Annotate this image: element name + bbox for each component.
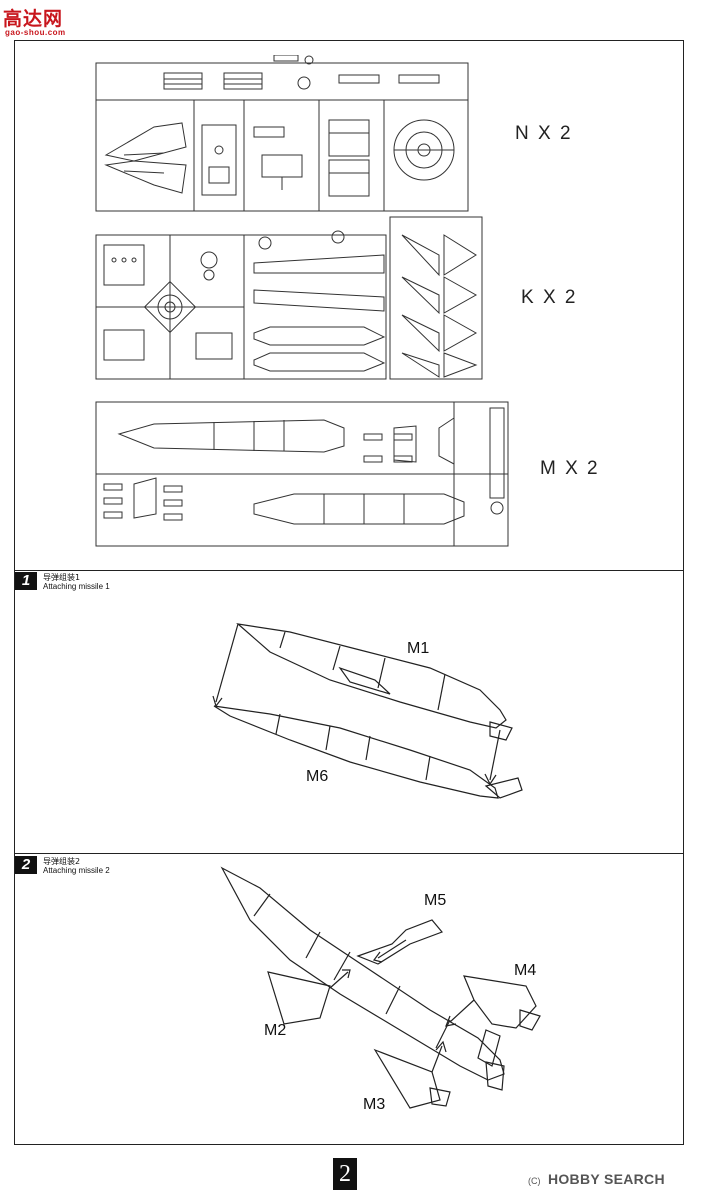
- part-label-m1: M1: [407, 640, 430, 657]
- step-1-divider: [14, 570, 684, 571]
- part-label-m3: M3: [363, 1096, 386, 1113]
- step-2-number: 2: [15, 856, 37, 874]
- step-2-missile-diagram: [210, 860, 580, 1130]
- sprue-m-label: M X 2: [540, 458, 600, 479]
- site-logo-url: gao-shou.com: [5, 28, 66, 37]
- page-frame: [14, 40, 684, 1145]
- site-logo-name: 高达网: [3, 8, 64, 30]
- part-label-m5: M5: [424, 892, 447, 909]
- sprue-n-label: N X 2: [515, 123, 573, 144]
- part-label-m2: M2: [264, 1022, 287, 1039]
- step-1-number: 1: [15, 572, 37, 590]
- step-2-title-en: Attaching missile 2: [43, 866, 110, 875]
- step-1-title-cn: 导弹组装1: [43, 573, 81, 582]
- step-2-title-cn: 导弹组装2: [43, 857, 81, 866]
- part-label-m4: M4: [514, 962, 537, 979]
- watermark: (C) HOBBY SEARCH: [528, 1171, 665, 1189]
- sprue-k-label: K X 2: [521, 287, 578, 308]
- watermark-brand: HOBBY SEARCH: [547, 1171, 665, 1187]
- sprue-m-illustration: [94, 398, 510, 550]
- page-number: 2: [333, 1158, 357, 1190]
- part-label-m6: M6: [306, 768, 329, 785]
- step-1-missile-diagram: [200, 610, 530, 810]
- watermark-copyright: (C): [528, 1176, 541, 1186]
- site-logo: 高达网 gao-shou.com: [3, 4, 83, 40]
- sprue-n-illustration: [94, 55, 474, 215]
- step-1-title-en: Attaching missile 1: [43, 582, 110, 591]
- sprue-k-illustration: [94, 215, 484, 383]
- step-2-divider: [14, 853, 684, 854]
